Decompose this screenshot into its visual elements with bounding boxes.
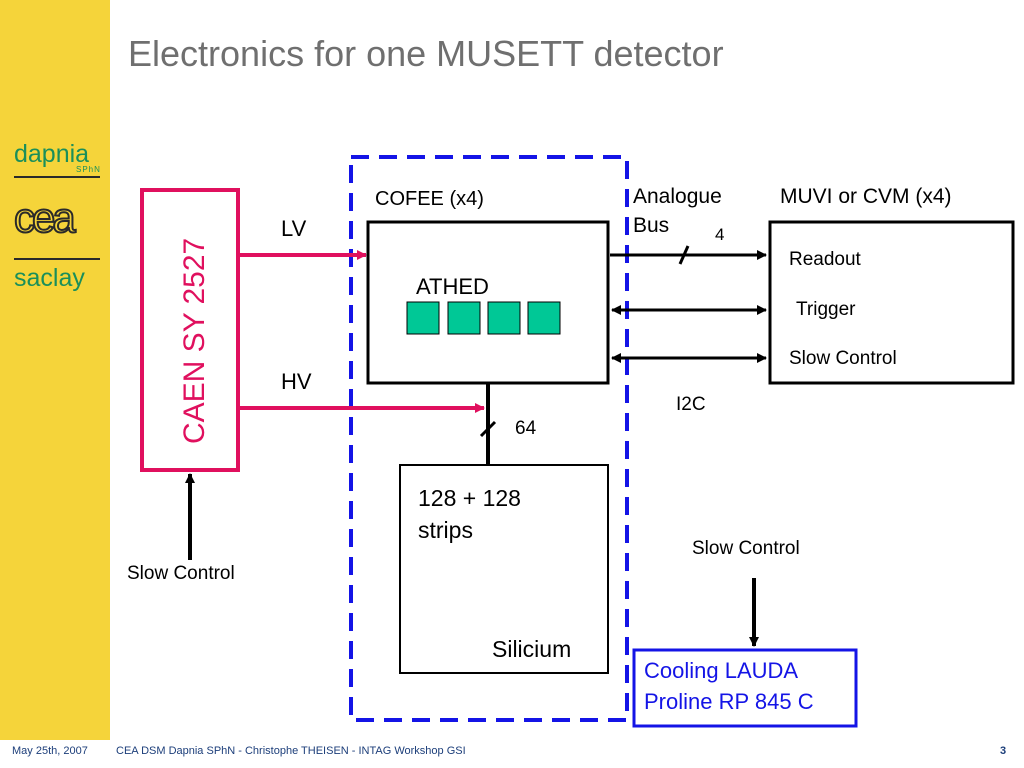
strips-count-label: 128 + 128	[418, 485, 521, 511]
bus-label: Bus	[633, 214, 670, 237]
footer-bar	[0, 740, 1024, 768]
athed-chip	[406, 301, 440, 335]
dapnia-logo-text: dapnia	[14, 140, 90, 168]
readout-label: Readout	[789, 249, 861, 270]
ps-slow-control-label: Slow Control	[127, 563, 235, 584]
strip-slash	[479, 420, 497, 438]
cea-logo-text: cea	[14, 196, 76, 241]
logo-divider-2	[14, 258, 100, 260]
i2c-label: I2C	[676, 394, 706, 415]
bus-slash	[678, 245, 690, 265]
lv-label: LV	[281, 216, 307, 241]
athed-chip	[447, 301, 481, 335]
strips-label: strips	[418, 517, 473, 543]
muvi-box	[768, 220, 1015, 385]
page-number: 3	[1000, 745, 1007, 757]
muvi-label: MUVI or CVM (x4)	[780, 185, 952, 208]
footer-date: May 25th, 2007	[12, 745, 88, 757]
sphn-logo-text: SPhN	[76, 165, 101, 174]
slow-control-label: Slow Control	[789, 348, 897, 369]
hv-label: HV	[281, 369, 312, 394]
analogue-label: Analogue	[633, 185, 722, 208]
caen-power-supply-box	[140, 188, 240, 472]
logo-divider	[14, 176, 100, 178]
block-diagram	[140, 155, 1015, 728]
cea-logo-icon: cea	[14, 196, 80, 242]
athed-chip	[487, 301, 521, 335]
silicium-box	[399, 464, 609, 674]
athed-label: ATHED	[416, 274, 489, 299]
footer-text: CEA DSM Dapnia SPhN - Christophe THEISEN…	[116, 745, 466, 757]
cooling-label-line2: Proline RP 845 C	[644, 689, 814, 714]
strip-count-label: 64	[515, 418, 537, 439]
silicium-label: Silicium	[492, 636, 572, 662]
page-title: Electronics for one MUSETT detector	[128, 33, 724, 74]
sidebar: dapnia SPhN cea saclay	[0, 0, 110, 740]
cofee-label: COFEE (x4)	[375, 188, 484, 210]
cooling-box	[632, 648, 858, 728]
saclay-logo-text: saclay	[14, 264, 85, 292]
cooling-label-line1: Cooling LAUDA	[644, 658, 799, 683]
trigger-label: Trigger	[796, 299, 856, 320]
athed-chip	[527, 301, 561, 335]
bus-count-label: 4	[715, 225, 725, 244]
caen-label: CAEN SY 2527	[178, 237, 211, 444]
cooling-slow-control-label: Slow Control	[692, 538, 800, 559]
